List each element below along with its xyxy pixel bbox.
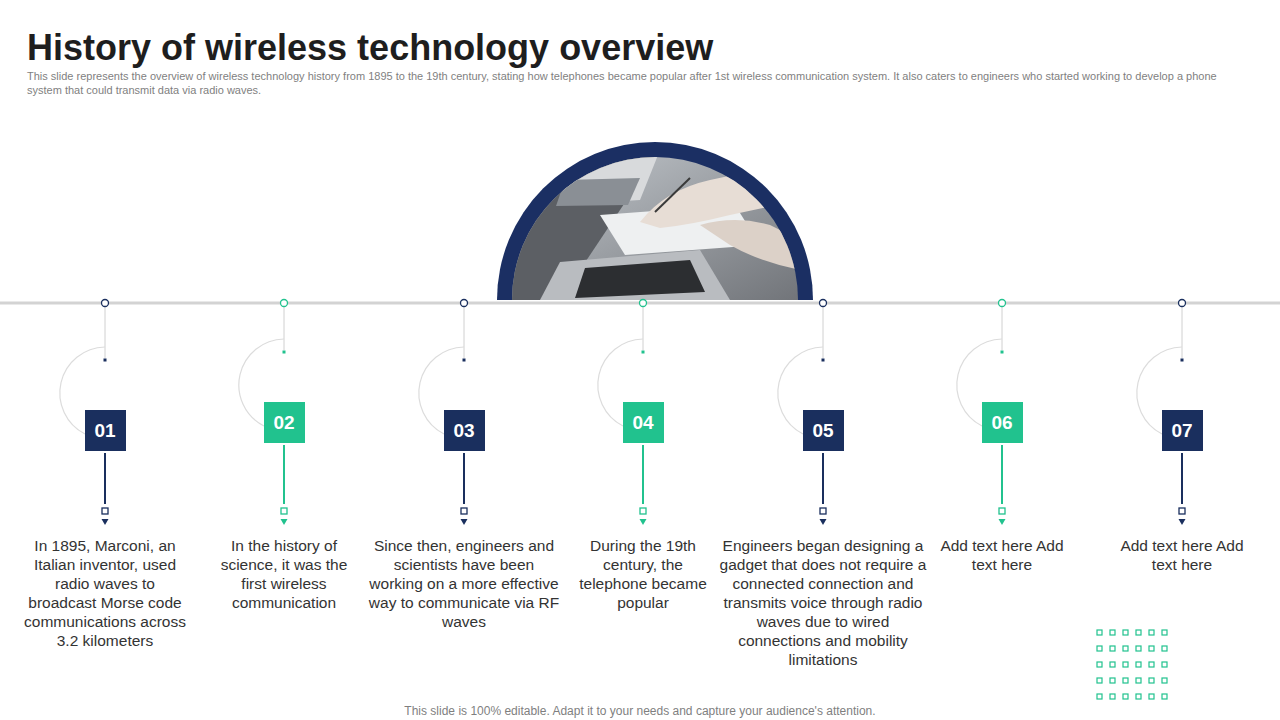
connector-line <box>1181 453 1183 504</box>
dot-grid <box>1136 678 1141 683</box>
number-box: 06 <box>982 402 1023 443</box>
dot-grid <box>1162 646 1167 651</box>
callout-number: 01 <box>94 420 115 442</box>
connector-arrow <box>102 519 109 525</box>
number-box: 04 <box>623 402 664 443</box>
connector-line <box>283 445 285 504</box>
photo <box>500 150 810 310</box>
dot-grid <box>1149 678 1154 683</box>
dot-grid <box>1110 678 1115 683</box>
description-text: Since then, engineers and scientists hav… <box>368 536 560 631</box>
connector-square <box>1179 508 1185 514</box>
timeline-dot <box>102 300 109 307</box>
dot-grid <box>1149 662 1154 667</box>
dot-grid <box>1149 646 1154 651</box>
slide-title: History of wireless technology overview <box>27 27 713 69</box>
callout-number: 06 <box>991 412 1012 434</box>
stem-dot <box>1181 359 1184 362</box>
dot-grid <box>1110 694 1115 699</box>
dot-grid <box>1123 630 1128 635</box>
stem-dot <box>822 359 825 362</box>
connector-square <box>281 508 287 514</box>
connector-arrow <box>820 519 827 525</box>
timeline-dot <box>999 300 1006 307</box>
stem-dot <box>463 359 466 362</box>
connector-line <box>463 453 465 504</box>
connector-arrow <box>640 519 647 525</box>
dot-grid <box>1136 630 1141 635</box>
callout-number: 04 <box>632 412 653 434</box>
dot-grid <box>1162 678 1167 683</box>
dot-grid <box>1123 678 1128 683</box>
dot-grid <box>1149 630 1154 635</box>
connector-line <box>642 445 644 504</box>
dot-grid <box>1097 646 1102 651</box>
dot-grid <box>1123 646 1128 651</box>
dot-grid <box>1162 630 1167 635</box>
dot-grid <box>1097 630 1102 635</box>
dot-grid <box>1097 694 1102 699</box>
description-text: In the history of science, it was the fi… <box>214 536 354 612</box>
connector-arrow <box>281 519 288 525</box>
description-text: Engineers began designing a gadget that … <box>717 536 929 669</box>
connector-square <box>820 508 826 514</box>
stem-dot <box>1001 351 1004 354</box>
number-box: 03 <box>444 410 485 451</box>
timeline-dot <box>820 300 827 307</box>
callout-number: 07 <box>1171 420 1192 442</box>
description-text: In 1895, Marconi, an Italian inventor, u… <box>21 536 189 650</box>
timeline-dot <box>281 300 288 307</box>
connector-stem <box>284 307 285 350</box>
connector-square <box>461 508 467 514</box>
connector-line <box>822 453 824 504</box>
dot-grid <box>1136 646 1141 651</box>
connector-arrow <box>1179 519 1186 525</box>
dot-grid <box>1110 646 1115 651</box>
stem-dot <box>642 351 645 354</box>
dot-grid <box>1162 694 1167 699</box>
connector-stem <box>1182 307 1183 358</box>
dot-grid <box>1110 662 1115 667</box>
number-box: 02 <box>264 402 305 443</box>
description-text: Add text here Add text here <box>937 536 1067 574</box>
connector-square <box>999 508 1005 514</box>
connector-line <box>104 453 106 504</box>
callout-number: 02 <box>273 412 294 434</box>
connector-square <box>640 508 646 514</box>
dot-grid <box>1136 694 1141 699</box>
footer-note: This slide is 100% editable. Adapt it to… <box>0 704 1280 718</box>
connector-stem <box>464 307 465 358</box>
connector-square <box>102 508 108 514</box>
connector-line <box>1001 445 1003 504</box>
timeline-dot <box>461 300 468 307</box>
connector-stem <box>643 307 644 350</box>
dot-grid <box>1123 694 1128 699</box>
stem-dot <box>283 351 286 354</box>
description-text: Add text here Add text here <box>1117 536 1247 574</box>
description-text: During the 19th century, the telephone b… <box>573 536 713 612</box>
dot-grid <box>1123 662 1128 667</box>
number-box: 05 <box>803 410 844 451</box>
stem-dot <box>104 359 107 362</box>
callout-number: 03 <box>453 420 474 442</box>
dot-grid <box>1097 662 1102 667</box>
connector-stem <box>1002 307 1003 350</box>
dot-grid <box>1149 694 1154 699</box>
timeline-dot <box>640 300 647 307</box>
timeline-dot <box>1179 300 1186 307</box>
dot-grid <box>1110 630 1115 635</box>
number-box: 07 <box>1162 410 1203 451</box>
slide-subtitle: This slide represents the overview of wi… <box>27 69 1252 97</box>
connector-stem <box>823 307 824 358</box>
connector-stem <box>105 307 106 358</box>
dot-grid <box>1162 662 1167 667</box>
connector-arrow <box>999 519 1006 525</box>
callout-number: 05 <box>812 420 833 442</box>
dot-grid <box>1097 678 1102 683</box>
number-box: 01 <box>85 410 126 451</box>
dot-grid <box>1136 662 1141 667</box>
connector-arrow <box>461 519 468 525</box>
